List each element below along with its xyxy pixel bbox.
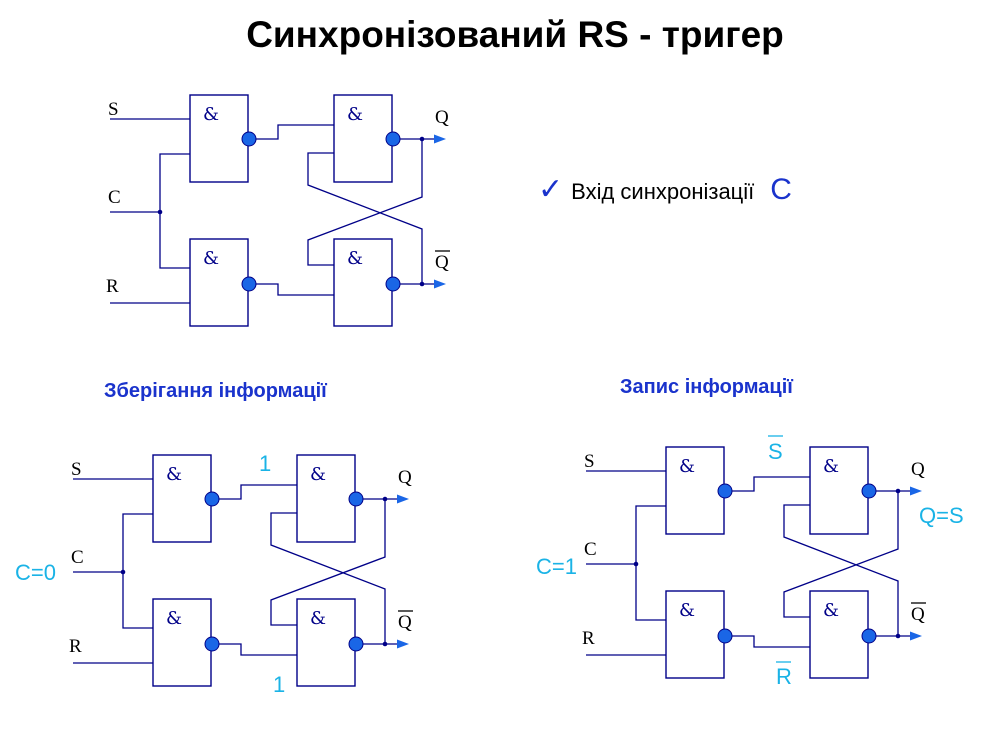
signal-r-label: R	[69, 636, 82, 657]
wire-feedback-q	[270, 499, 386, 626]
output-q-label: Q	[435, 107, 449, 128]
output-q-label: Q	[398, 467, 412, 488]
top-mid-value: S	[768, 439, 783, 464]
inversion-bubble	[204, 491, 220, 507]
gate-qbar-latch	[809, 590, 869, 679]
signal-c-label: C	[584, 539, 597, 560]
wire-top-to-latch	[219, 484, 297, 500]
qbar-output-arrow	[397, 639, 409, 649]
gate-qbar-latch-label: &	[823, 600, 839, 621]
inversion-bubble	[241, 276, 257, 292]
bullet-text: Вхід синхронізації	[571, 179, 755, 204]
bottom-mid-value: 1	[273, 672, 285, 697]
inversion-bubble	[204, 636, 220, 652]
inversion-bubble	[717, 483, 733, 499]
signal-c-label: C	[108, 187, 121, 208]
junction-c	[157, 209, 163, 215]
clock-value-label: C=1	[536, 554, 577, 579]
storage-heading: Зберігання інформації	[104, 380, 327, 402]
checkmark-icon: ✓	[538, 173, 564, 206]
junction-q	[382, 496, 388, 502]
wire-top-to-latch	[256, 124, 334, 140]
gate-s-input-label: &	[203, 104, 219, 125]
junction-qbar	[895, 633, 901, 639]
bottom-mid-value: R	[776, 664, 792, 689]
wire-bottom-to-latch	[732, 635, 810, 648]
gate-qbar-latch-label: &	[347, 248, 363, 269]
page-title: Синхронізований RS - тригер	[246, 14, 784, 55]
q-output-arrow	[910, 486, 922, 496]
junction-c	[633, 561, 639, 567]
rs-trigger-storage: & & & & S C R Q Q C=0 1 1	[15, 451, 413, 697]
rs-trigger-write: & & & & S C R Q Q C=1 S R Q=S	[536, 435, 964, 689]
junction-qbar	[419, 281, 425, 287]
gate-r-input	[152, 598, 212, 687]
wire-feedback-q	[783, 491, 899, 618]
junction-c	[120, 569, 126, 575]
q-output-arrow	[397, 494, 409, 504]
signal-r-label: R	[106, 276, 119, 297]
gate-qbar-latch-label: &	[310, 608, 326, 629]
output-qbar-label: Q	[398, 612, 412, 633]
signal-c-label: C	[71, 547, 84, 568]
gate-q-latch-label: &	[823, 456, 839, 477]
gate-q-latch-label: &	[310, 464, 326, 485]
wire-top-to-latch	[732, 476, 810, 492]
signal-r-label: R	[582, 628, 595, 649]
inversion-bubble	[717, 628, 733, 644]
gate-q-latch	[333, 94, 393, 183]
wire-feedback-q	[307, 139, 423, 266]
gate-q-latch	[296, 454, 356, 543]
gate-q-latch-label: &	[347, 104, 363, 125]
output-qbar-label: Q	[435, 252, 449, 273]
output-q-label: Q	[911, 459, 925, 480]
wire-feedback-qbar	[270, 512, 386, 644]
clock-input-bullet: ✓ Вхід синхронізації C	[538, 172, 792, 212]
inversion-bubble	[385, 131, 401, 147]
gate-r-input-label: &	[203, 248, 219, 269]
gate-r-input-label: &	[679, 600, 695, 621]
gate-s-input	[152, 454, 212, 543]
output-value-label: Q=S	[919, 503, 964, 528]
wire-feedback-qbar	[307, 152, 423, 284]
q-output-arrow	[434, 134, 446, 144]
wire-clock-split	[159, 153, 190, 269]
write-heading: Запис інформації	[620, 376, 793, 398]
rs-trigger-main: & & & & S C R Q Q	[106, 94, 450, 327]
signal-s-label: S	[584, 451, 595, 472]
wire-clock-split	[635, 505, 666, 621]
inversion-bubble	[348, 636, 364, 652]
bullet-symbol: C	[770, 173, 792, 206]
wire-feedback-qbar	[783, 504, 899, 636]
inversion-bubble	[348, 491, 364, 507]
wire-clock-split	[122, 513, 153, 629]
inversion-bubble	[241, 131, 257, 147]
gate-qbar-latch	[296, 598, 356, 687]
clock-value-label: C=0	[15, 560, 56, 585]
qbar-output-arrow	[910, 631, 922, 641]
signal-s-label: S	[71, 459, 82, 480]
gate-s-input-label: &	[166, 464, 182, 485]
junction-qbar	[382, 641, 388, 647]
qbar-output-arrow	[434, 279, 446, 289]
wire-bottom-to-latch	[256, 283, 334, 296]
signal-s-label: S	[108, 99, 119, 120]
junction-q	[895, 488, 901, 494]
gate-s-input-label: &	[679, 456, 695, 477]
gate-r-input-label: &	[166, 608, 182, 629]
inversion-bubble	[861, 628, 877, 644]
output-qbar-label: Q	[911, 604, 925, 625]
top-mid-value: 1	[259, 451, 271, 476]
inversion-bubble	[861, 483, 877, 499]
inversion-bubble	[385, 276, 401, 292]
wire-bottom-to-latch	[219, 643, 297, 656]
junction-q	[419, 136, 425, 142]
